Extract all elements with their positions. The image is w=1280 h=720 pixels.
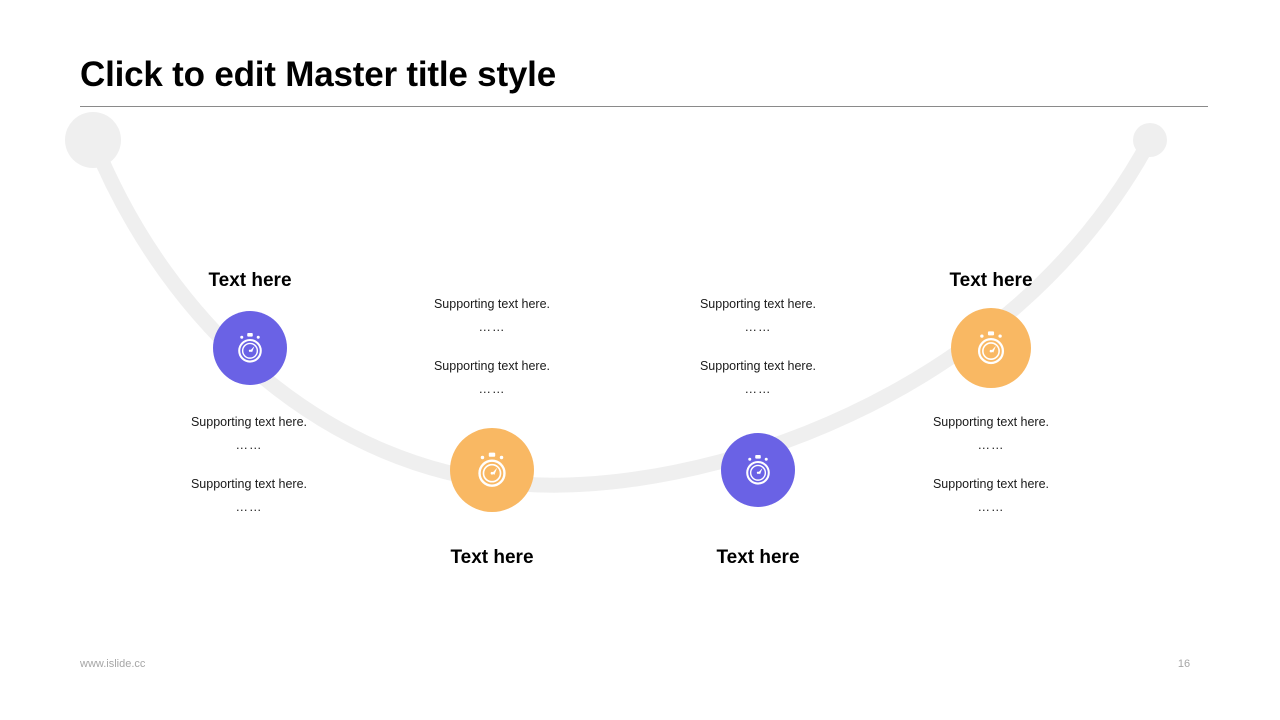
support-block-1: Supporting text here. …… Supporting text… <box>159 415 339 515</box>
stopwatch-icon <box>470 448 514 492</box>
support-dots: …… <box>977 500 1005 515</box>
milestone-node-2[interactable] <box>450 428 534 512</box>
footer-page-number: 16 <box>1177 658 1191 670</box>
support-spacer <box>901 452 1081 478</box>
support-spacer <box>159 452 339 478</box>
support-dots: …… <box>478 382 506 397</box>
support-line: Supporting text here. <box>699 359 817 374</box>
support-line: Supporting text here. <box>190 477 308 492</box>
stopwatch-icon <box>231 329 269 367</box>
stopwatch-icon <box>970 327 1012 369</box>
milestone-node-1[interactable] <box>213 311 287 385</box>
milestone-node-3[interactable] <box>721 433 795 507</box>
support-dots: …… <box>478 320 506 335</box>
support-block-2: Supporting text here. …… Supporting text… <box>402 297 582 397</box>
node-title-2[interactable]: Text here <box>450 547 534 568</box>
support-dots: …… <box>744 382 772 397</box>
node-title-1[interactable]: Text here <box>208 270 292 291</box>
node-title-4[interactable]: Text here <box>949 270 1033 291</box>
node-title-3[interactable]: Text here <box>716 547 800 568</box>
support-dots: …… <box>977 438 1005 453</box>
support-block-4: Supporting text here. …… Supporting text… <box>901 415 1081 515</box>
footer-url[interactable]: www.islide.cc <box>80 658 146 670</box>
title-block: Click to edit Master title style <box>80 55 1208 95</box>
support-dots: …… <box>744 320 772 335</box>
support-dots: …… <box>235 500 263 515</box>
stopwatch-icon <box>739 451 777 489</box>
support-line: Supporting text here. <box>433 359 551 374</box>
support-spacer <box>668 334 848 360</box>
support-dots: …… <box>235 438 263 453</box>
support-spacer <box>402 334 582 360</box>
page-title[interactable]: Click to edit Master title style <box>80 55 556 94</box>
support-line: Supporting text here. <box>433 297 551 311</box>
support-line: Supporting text here. <box>190 415 308 429</box>
support-line: Supporting text here. <box>932 477 1050 492</box>
support-line: Supporting text here. <box>699 297 817 311</box>
title-divider-rule <box>80 106 1208 107</box>
support-line: Supporting text here. <box>932 415 1050 429</box>
support-block-3: Supporting text here. …… Supporting text… <box>668 297 848 397</box>
milestone-node-4[interactable] <box>951 308 1031 388</box>
